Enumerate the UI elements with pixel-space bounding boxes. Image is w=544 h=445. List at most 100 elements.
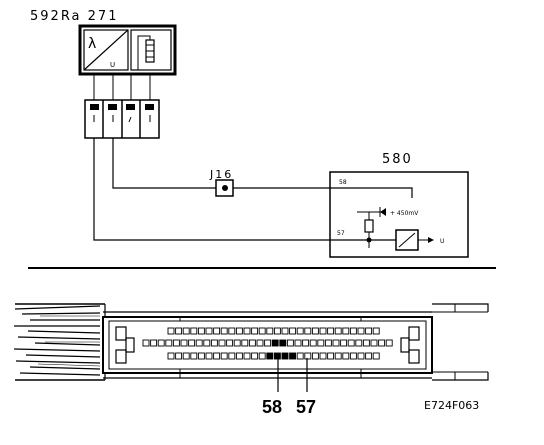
connector-pin xyxy=(203,339,211,347)
connector-pin xyxy=(251,327,259,335)
connector-pin xyxy=(289,327,297,335)
connector-pin xyxy=(167,352,175,360)
connector-pin xyxy=(228,352,236,360)
connector-pin xyxy=(251,352,259,360)
sensor-connector xyxy=(84,99,160,139)
connector-pin xyxy=(317,339,325,347)
connector-pin xyxy=(210,339,218,347)
connector-pin xyxy=(349,327,357,335)
connector-pin xyxy=(248,339,256,347)
pin-rows xyxy=(142,327,393,360)
cable-bundle xyxy=(13,305,101,376)
connector-pin xyxy=(372,327,380,335)
connector-pin xyxy=(279,339,287,347)
connector-pin xyxy=(289,352,297,360)
pin-label-58: 58 xyxy=(262,397,282,417)
connector-pin xyxy=(302,339,310,347)
connector-pin xyxy=(327,352,335,360)
connector-pin xyxy=(172,339,180,347)
pin-label-57: 57 xyxy=(296,397,316,417)
lambda-sensor-icon: λ U xyxy=(88,36,115,69)
svg-text:λ: λ xyxy=(88,36,96,52)
cu-wire-57: 57 xyxy=(337,230,345,237)
connector-pin xyxy=(271,339,279,347)
control-unit: + 450mV U xyxy=(329,171,469,258)
connector-pin xyxy=(197,352,205,360)
connector-pin xyxy=(304,327,312,335)
connector-pin xyxy=(205,327,213,335)
connector-pin xyxy=(296,327,304,335)
connector-pin xyxy=(334,352,342,360)
connector-pin xyxy=(281,352,289,360)
connector-pin xyxy=(220,327,228,335)
connector-pin xyxy=(228,327,236,335)
connector-pin xyxy=(332,339,340,347)
connector-pin xyxy=(182,352,190,360)
connector-pin xyxy=(365,327,373,335)
control-unit-label: 580 xyxy=(382,152,413,167)
connector-pin xyxy=(180,339,188,347)
connector-pin xyxy=(266,327,274,335)
connector-pin xyxy=(355,339,363,347)
diode-icon: + 450mV xyxy=(379,207,419,217)
connector-pin xyxy=(195,339,203,347)
connector-pin xyxy=(362,339,370,347)
connector-pin xyxy=(218,339,226,347)
connector-pin xyxy=(340,339,348,347)
junction-j16 xyxy=(215,179,234,197)
connector-pin xyxy=(235,327,243,335)
amplifier-icon xyxy=(395,229,419,251)
svg-text:U: U xyxy=(110,61,115,69)
svg-text:U: U xyxy=(440,238,444,245)
ecu-connector-drawing xyxy=(13,303,489,392)
connector-pin xyxy=(273,327,281,335)
connector-pin xyxy=(205,352,213,360)
connector-pin xyxy=(175,352,183,360)
connector-pin xyxy=(357,327,365,335)
connector-pin xyxy=(165,339,173,347)
connector-pin xyxy=(296,352,304,360)
connector-pin xyxy=(226,339,234,347)
connector-pin xyxy=(188,339,196,347)
connector-pin xyxy=(324,339,332,347)
connector-pin xyxy=(190,352,198,360)
signal-wire xyxy=(112,138,216,189)
connector-pin xyxy=(311,327,319,335)
connector-pin xyxy=(182,327,190,335)
connector-pin xyxy=(385,339,393,347)
connector-pin xyxy=(233,339,241,347)
connector-pin xyxy=(342,352,350,360)
connector-pin xyxy=(372,352,380,360)
svg-text:+ 450mV: + 450mV xyxy=(390,210,419,217)
connector-pin xyxy=(334,327,342,335)
connector-pin xyxy=(309,339,317,347)
junction-label: J16 xyxy=(209,168,233,181)
connector-pin xyxy=(157,339,165,347)
connector-pin xyxy=(311,352,319,360)
oxygen-sensor: λ U xyxy=(78,24,177,76)
sensor-label: 592Ra 271 xyxy=(30,9,118,24)
heater-resistor-icon xyxy=(130,29,172,71)
connector-pin xyxy=(243,352,251,360)
connector-pin xyxy=(175,327,183,335)
connector-pin xyxy=(241,339,249,347)
connector-pin xyxy=(370,339,378,347)
connector-pin xyxy=(286,339,294,347)
connector-pin xyxy=(365,352,373,360)
connector-pin xyxy=(256,339,264,347)
connector-pin xyxy=(347,339,355,347)
connector-pin xyxy=(349,352,357,360)
connector-pin xyxy=(213,327,221,335)
connector-pin xyxy=(190,327,198,335)
connector-pin xyxy=(258,352,266,360)
connector-pin xyxy=(213,352,221,360)
ground-wire xyxy=(93,138,369,241)
connector-pin xyxy=(266,352,274,360)
connector-pin xyxy=(258,327,266,335)
connector-pin xyxy=(197,327,205,335)
connector-pin xyxy=(294,339,302,347)
connector-pin xyxy=(319,327,327,335)
connector-pin xyxy=(304,352,312,360)
